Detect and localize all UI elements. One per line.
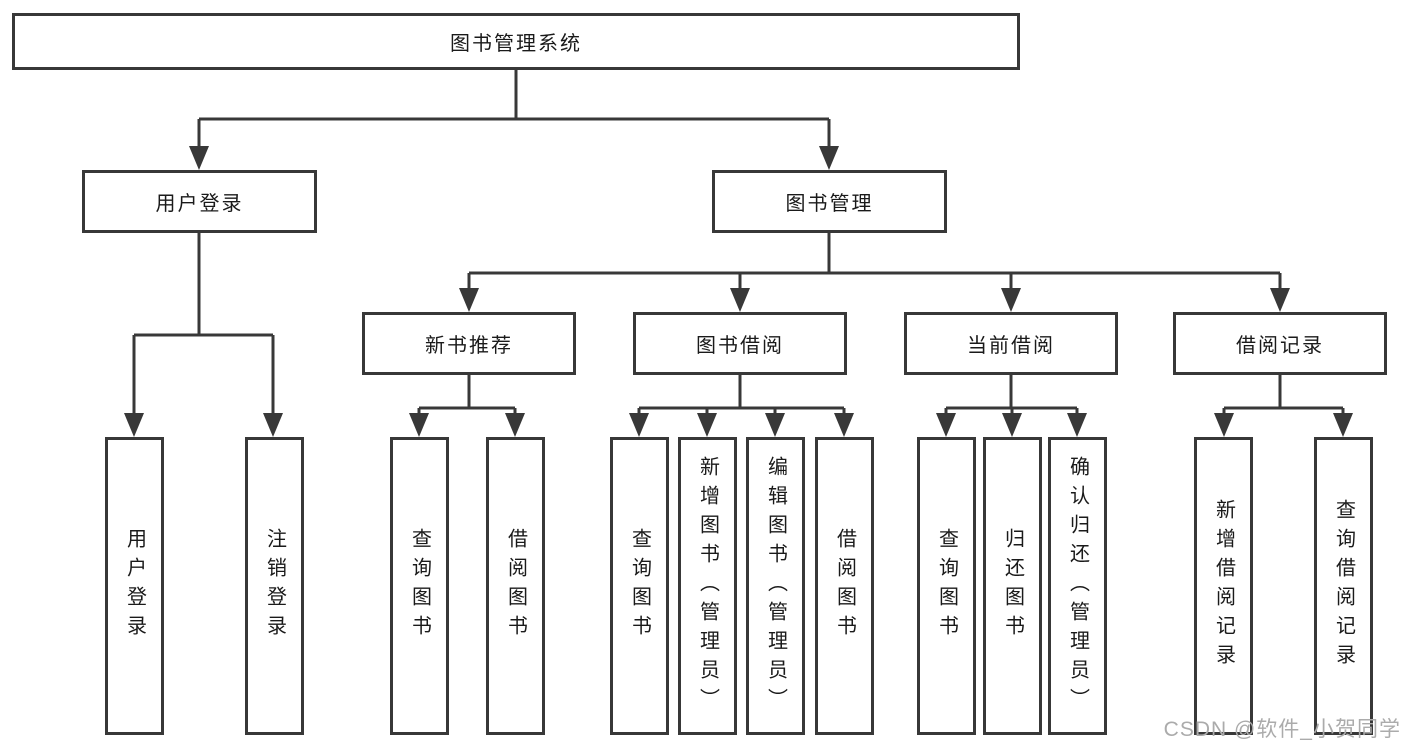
connector-current-borrow-to-leaves <box>936 375 1087 437</box>
node-book-management: 图书管理 <box>712 170 947 233</box>
node-book-borrowing: 图书借阅 <box>633 312 847 375</box>
node-user-login: 用户登录 <box>82 170 317 233</box>
connector-borrow-records-to-leaves <box>1214 375 1353 437</box>
node-borrowing-records: 借阅记录 <box>1173 312 1387 375</box>
leaf-br-add-record: 新增借阅记录 <box>1194 437 1253 735</box>
node-book-management-label: 图书管理 <box>785 193 874 215</box>
node-root-system: 图书管理系统 <box>12 13 1020 70</box>
node-user-login-label: 用户登录 <box>155 193 244 215</box>
leaf-nb-borrow-books-label: 借阅图书 <box>504 528 527 644</box>
leaf-bb-add-books-admin: 新增图书（管理员） <box>678 437 737 735</box>
leaf-user-login: 用户登录 <box>105 437 164 735</box>
connector-root-to-level2 <box>189 70 839 170</box>
leaf-cb-confirm-return-admin: 确认归还（管理员） <box>1048 437 1107 735</box>
csdn-watermark: CSDN @软件_小贺同学 <box>1163 718 1401 741</box>
connector-user-login-to-leaves <box>124 233 283 437</box>
connector-book-borrow-to-leaves <box>629 375 854 437</box>
leaf-bb-borrow-books-label: 借阅图书 <box>833 528 856 644</box>
connector-book-management-to-level3 <box>459 233 1290 312</box>
leaf-bb-query-books-label: 查询图书 <box>628 528 651 644</box>
leaf-cb-query-books-label: 查询图书 <box>935 528 958 644</box>
node-current-borrowing: 当前借阅 <box>904 312 1118 375</box>
leaf-logout-label: 注销登录 <box>263 528 286 644</box>
connector-new-book-to-leaves <box>409 375 525 437</box>
leaf-cb-query-books: 查询图书 <box>917 437 976 735</box>
leaf-nb-borrow-books: 借阅图书 <box>486 437 545 735</box>
leaf-nb-query-books-label: 查询图书 <box>408 528 431 644</box>
node-current-borrowing-label: 当前借阅 <box>967 335 1055 357</box>
node-book-borrowing-label: 图书借阅 <box>696 335 784 357</box>
node-root-system-label: 图书管理系统 <box>450 33 582 55</box>
leaf-cb-confirm-return-admin-label: 确认归还（管理员） <box>1066 455 1089 717</box>
leaf-bb-edit-books-admin: 编辑图书（管理员） <box>746 437 805 735</box>
leaf-nb-query-books: 查询图书 <box>390 437 449 735</box>
leaf-bb-query-books: 查询图书 <box>610 437 669 735</box>
node-borrowing-records-label: 借阅记录 <box>1236 335 1324 357</box>
leaf-br-query-record: 查询借阅记录 <box>1314 437 1373 735</box>
node-new-book-recommendation: 新书推荐 <box>362 312 576 375</box>
leaf-cb-return-books-label: 归还图书 <box>1001 528 1024 644</box>
leaf-br-query-record-label: 查询借阅记录 <box>1332 499 1355 673</box>
leaf-br-add-record-label: 新增借阅记录 <box>1212 499 1235 673</box>
leaf-bb-edit-books-admin-label: 编辑图书（管理员） <box>764 455 787 717</box>
leaf-bb-add-books-admin-label: 新增图书（管理员） <box>696 455 719 717</box>
leaf-bb-borrow-books: 借阅图书 <box>815 437 874 735</box>
node-new-book-recommendation-label: 新书推荐 <box>425 335 513 357</box>
leaf-logout: 注销登录 <box>245 437 304 735</box>
leaf-user-login-label: 用户登录 <box>123 528 146 644</box>
leaf-cb-return-books: 归还图书 <box>983 437 1042 735</box>
